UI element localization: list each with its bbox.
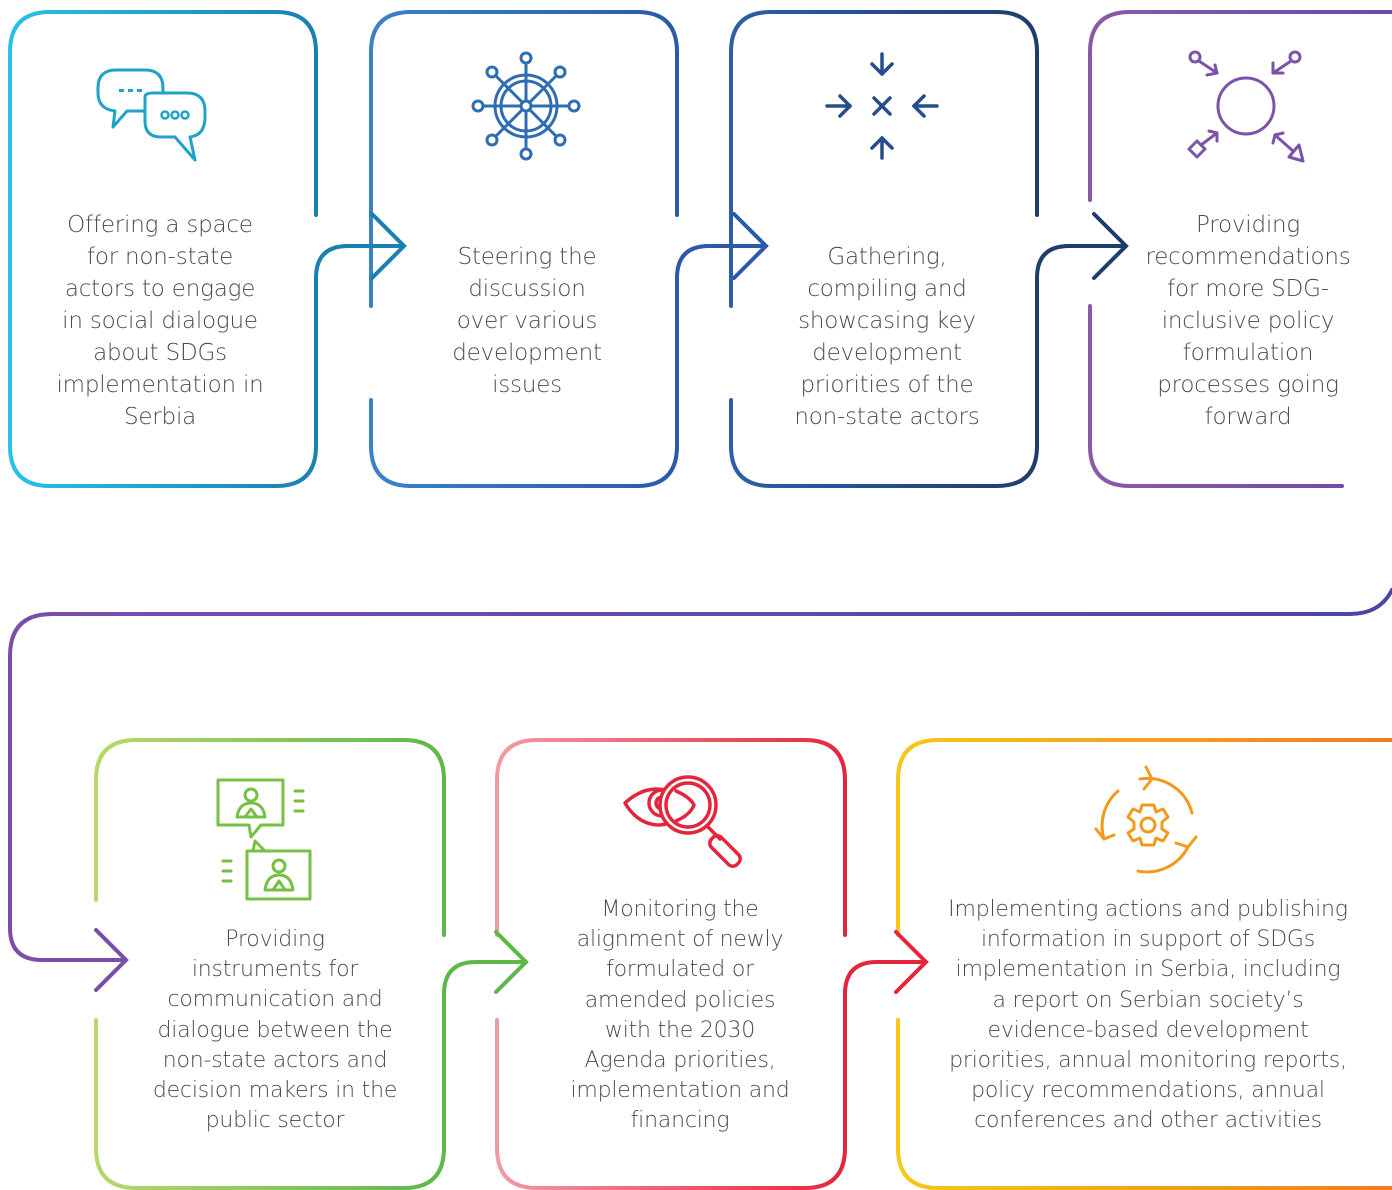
connector-5-6 [442, 930, 529, 1022]
converging-arrows-icon [825, 52, 939, 160]
chat-bubbles-icon [96, 68, 207, 162]
connector-2-3 [675, 212, 769, 308]
ship-wheel-icon [471, 51, 581, 161]
step-4-box [1088, 10, 1392, 488]
video-call-icon [216, 778, 312, 901]
step-7-box [896, 738, 1392, 1190]
circle-diverging-icon [1187, 50, 1305, 163]
eye-magnifier-icon [623, 775, 742, 868]
connector-1-2 [314, 212, 407, 308]
connector-4-5 [8, 588, 1392, 992]
step-6-box [495, 738, 847, 1190]
step-3-box [729, 10, 1039, 488]
connector-6-7 [843, 930, 929, 1022]
step-2-box [369, 10, 679, 488]
step-1-box [8, 10, 318, 488]
step-5-box [94, 738, 446, 1190]
connector-3-4 [1035, 212, 1129, 308]
gear-cycle-icon [1094, 765, 1198, 874]
